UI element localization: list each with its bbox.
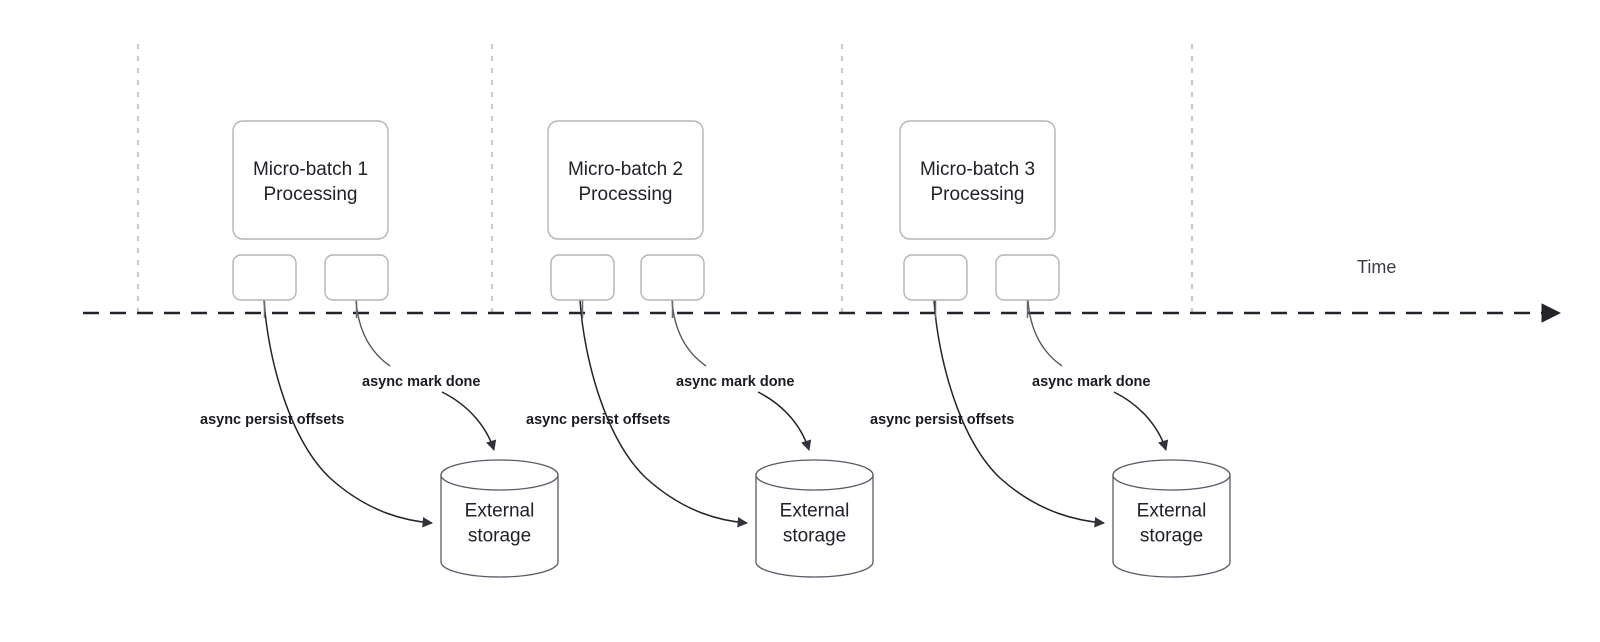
group-1-async-persist-offsets-label: async persist offsets xyxy=(200,412,344,428)
group-2-processing-box-label-line1: Micro-batch 2 xyxy=(568,159,683,180)
group-3-external-storage-label-line1: External xyxy=(1137,501,1207,522)
group-1-async-mark-done-label: async mark done xyxy=(362,374,480,390)
group-1-persist-offsets-task-box[interactable] xyxy=(232,254,297,301)
group-1-external-storage-cylinder-body[interactable] xyxy=(440,474,559,578)
group-1-processing-box-label-line2: Processing xyxy=(264,184,358,205)
group-3-async-mark-done-label: async mark done xyxy=(1032,374,1150,390)
time-axis-label: Time xyxy=(1357,257,1396,277)
group-3-mark-done-task-box[interactable] xyxy=(995,254,1060,301)
group-2-async-persist-offsets-curve xyxy=(579,299,749,528)
group-1-async-mark-done-curve-tail xyxy=(441,391,497,452)
group-1-async-mark-done-curve xyxy=(355,299,391,367)
group-1-processing-box-label-line1: Micro-batch 1 xyxy=(253,159,368,180)
group-2-external-storage-label-line2: storage xyxy=(783,526,846,547)
group-2-external-storage-label-line1: External xyxy=(780,501,850,522)
group-1-external-storage-label-line2: storage xyxy=(468,526,531,547)
group-2-async-mark-done-label: async mark done xyxy=(676,374,794,390)
group-3-processing-box-label-line1: Micro-batch 3 xyxy=(920,159,1035,180)
group-2-persist-offsets-task-box[interactable] xyxy=(550,254,615,301)
timeline-tick-marks xyxy=(136,44,1194,318)
nodes-layer: Micro-batch 1ProcessingExternalstorageMi… xyxy=(232,120,1231,578)
group-2-processing-box-label-line2: Processing xyxy=(579,184,673,205)
group-2-async-mark-done-curve xyxy=(671,299,707,367)
group-3-async-persist-offsets-label: async persist offsets xyxy=(870,412,1014,428)
group-3-external-storage-label-line2: storage xyxy=(1140,526,1203,547)
group-3-async-persist-offsets-curve xyxy=(933,299,1106,528)
group-2-external-storage-cylinder-top xyxy=(755,459,874,491)
group-1-edges xyxy=(263,299,497,528)
group-2-edges xyxy=(579,299,812,528)
group-1-external-storage-label-line1: External xyxy=(465,501,535,522)
group-3-processing-box-label-line2: Processing xyxy=(931,184,1025,205)
group-1-async-persist-offsets-curve xyxy=(263,299,434,528)
group-3-external-storage-cylinder-top xyxy=(1112,459,1231,491)
group-2-processing-box[interactable] xyxy=(547,120,704,240)
edges-layer xyxy=(263,299,1169,528)
group-3-async-mark-done-curve-tail xyxy=(1113,391,1169,452)
group-2-async-mark-done-curve-tail xyxy=(757,391,812,452)
group-1-processing-box[interactable] xyxy=(232,120,389,240)
group-2-mark-done-task-box[interactable] xyxy=(640,254,705,301)
group-2-async-persist-offsets-label: async persist offsets xyxy=(526,412,670,428)
group-1-mark-done-task-box[interactable] xyxy=(324,254,389,301)
group-3-external-storage-cylinder-body[interactable] xyxy=(1112,474,1231,578)
group-3-processing-box[interactable] xyxy=(899,120,1056,240)
group-3-persist-offsets-task-box[interactable] xyxy=(903,254,968,301)
group-3-edges xyxy=(933,299,1169,528)
group-1-external-storage-cylinder-top xyxy=(440,459,559,491)
edge-labels-layer: async persist offsets async mark done asyn… xyxy=(200,374,1150,428)
group-3-async-mark-done-curve xyxy=(1027,299,1063,367)
group-2-external-storage-cylinder-body[interactable] xyxy=(755,474,874,578)
